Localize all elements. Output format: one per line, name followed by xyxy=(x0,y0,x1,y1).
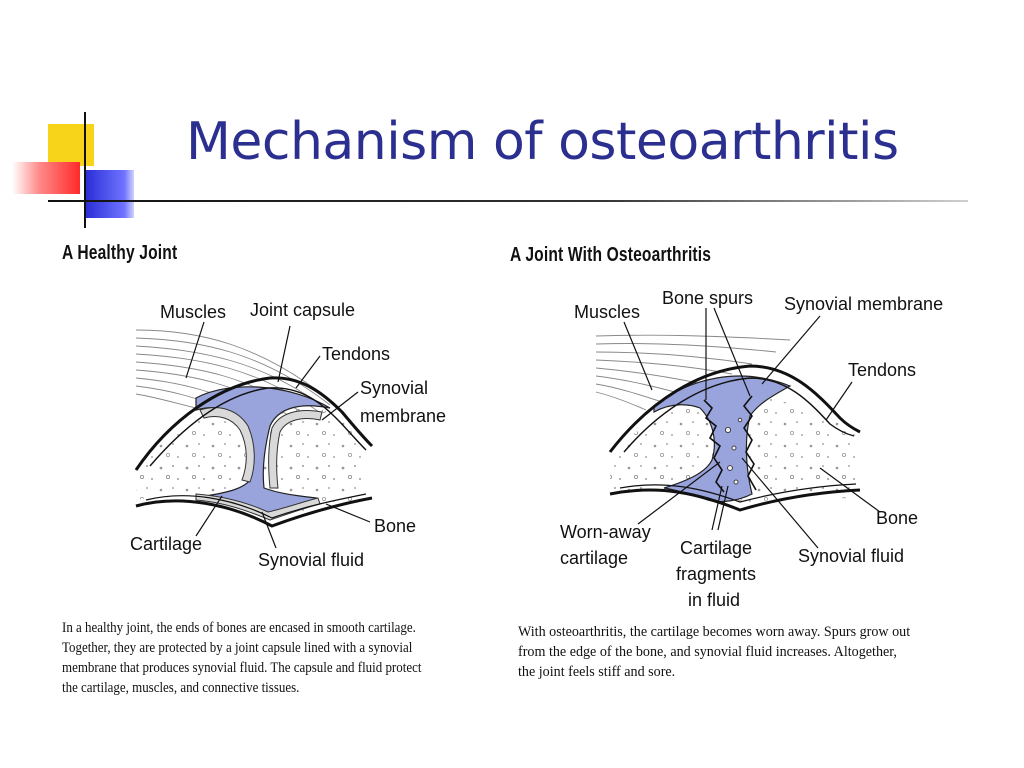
oa-label-worn-away-2: cartilage xyxy=(560,548,628,568)
oa-pointers xyxy=(623,307,881,549)
label-joint-capsule: Joint capsule xyxy=(250,300,355,320)
oa-joint-capsule xyxy=(608,364,861,453)
title-underline xyxy=(48,200,968,202)
oa-cartilage-fragments xyxy=(725,417,743,485)
label-cartilage: Cartilage xyxy=(130,534,202,554)
oa-label-tendons: Tendons xyxy=(848,360,916,380)
oa-label-synovial-membrane: Synovial membrane xyxy=(784,294,943,314)
label-muscles: Muscles xyxy=(160,302,226,322)
oa-joint-illustration: Muscles Bone spurs Synovial membrane Ten… xyxy=(560,288,943,610)
oa-lower-capsule xyxy=(609,488,861,512)
oa-caption-line: the joint feels stiff and sore. xyxy=(518,664,676,680)
oa-label-fragments-2: fragments xyxy=(676,564,756,584)
oa-label-fragments-3: in fluid xyxy=(688,590,740,610)
healthy-caption-line: Together, they are protected by a joint … xyxy=(62,640,413,656)
decor-yellow-square xyxy=(48,124,94,166)
label-bone: Bone xyxy=(374,516,416,536)
oa-caption-line: from the edge of the bone, and synovial … xyxy=(518,644,897,660)
healthy-caption: In a healthy joint, the ends of bones ar… xyxy=(62,618,421,698)
label-synovial-fluid: Synovial fluid xyxy=(258,550,364,570)
label-synovial-membrane-2: membrane xyxy=(360,406,446,426)
oa-bone-spur-right xyxy=(742,395,757,491)
healthy-caption-line: membrane that produces synovial fluid. T… xyxy=(62,660,422,676)
decor-vertical-line xyxy=(84,112,86,228)
oa-label-worn-away-1: Worn-away xyxy=(560,522,651,542)
oa-label-bone-spurs: Bone spurs xyxy=(662,288,753,308)
decor-red-bar xyxy=(12,162,80,194)
oa-label-fragments-1: Cartilage xyxy=(680,538,752,558)
label-tendons: Tendons xyxy=(322,344,390,364)
oa-caption-line: With osteoarthritis, the cartilage becom… xyxy=(518,624,911,640)
oa-label-bone: Bone xyxy=(876,508,918,528)
page-title: Mechanism of osteoarthritis xyxy=(186,112,899,172)
oa-label-muscles: Muscles xyxy=(574,302,640,322)
label-synovial-membrane-1: Synovial xyxy=(360,378,428,398)
healthy-caption-line: In a healthy joint, the ends of bones ar… xyxy=(62,620,416,636)
healthy-pointers xyxy=(185,321,371,549)
healthy-joint-heading: A Healthy Joint xyxy=(62,242,178,264)
healthy-caption-line: the cartilage, muscles, and connective t… xyxy=(62,680,300,696)
oa-label-synovial-fluid: Synovial fluid xyxy=(798,546,904,566)
healthy-lower-capsule xyxy=(135,496,373,528)
oa-joint-heading: A Joint With Osteoarthritis xyxy=(510,244,712,266)
healthy-joint-illustration: Muscles Joint capsule Tendons Synovial m… xyxy=(130,300,446,570)
healthy-joint-capsule xyxy=(134,376,374,471)
oa-labels: Muscles Bone spurs Synovial membrane Ten… xyxy=(560,288,943,610)
oa-caption: With osteoarthritis, the cartilage becom… xyxy=(518,622,910,682)
decor-blue-square xyxy=(86,170,134,218)
healthy-cartilage-right xyxy=(268,410,323,489)
oa-bone-spur-left xyxy=(703,399,725,493)
healthy-labels: Muscles Joint capsule Tendons Synovial m… xyxy=(130,300,446,570)
healthy-cartilage-upper xyxy=(199,407,255,483)
